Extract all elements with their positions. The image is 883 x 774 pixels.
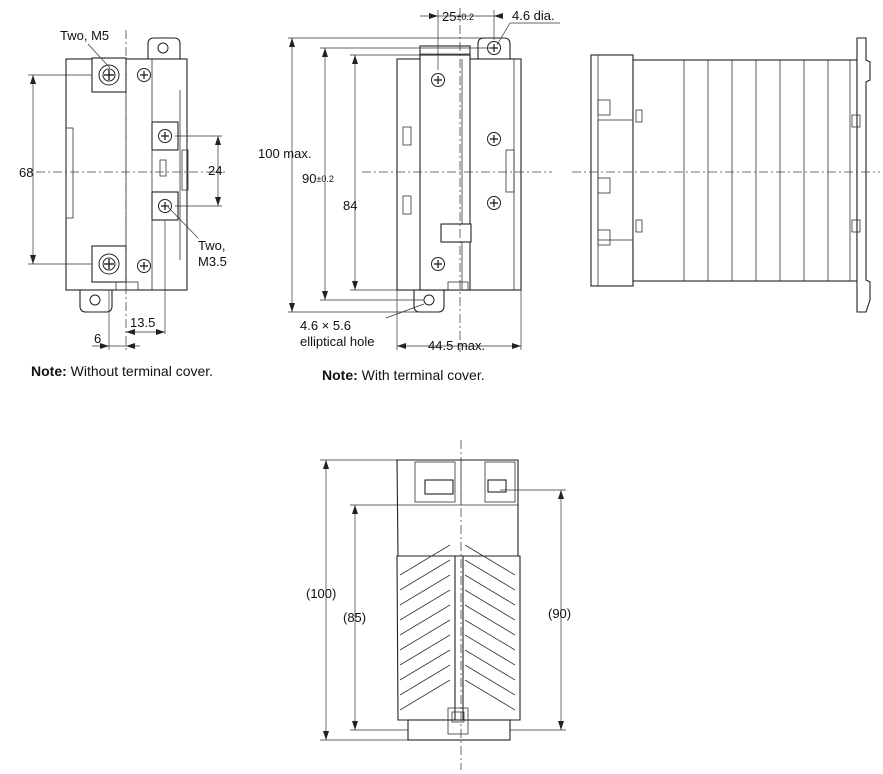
dim-24: 24 xyxy=(208,163,222,178)
dim-4-6-dia: 4.6 dia. xyxy=(512,8,555,23)
heatsink-fins xyxy=(396,544,521,721)
dim-100-bottom: (100) xyxy=(306,586,336,601)
dim-68: 68 xyxy=(19,165,33,180)
label-two-m35-line2: M3.5 xyxy=(198,254,227,269)
label-two-m35-line1: Two, xyxy=(198,238,225,253)
dim-84: 84 xyxy=(343,198,357,213)
dim-25: 25±0.2 xyxy=(442,9,474,24)
front-view-without-cover: 68 24 Two, M5 Two, M3.5 13.5 6 xyxy=(19,28,227,350)
label-two-m5: Two, M5 xyxy=(60,28,109,43)
note-with-cover: Note: With terminal cover. xyxy=(322,367,485,383)
dim-85-bottom: (85) xyxy=(343,610,366,625)
front-view-with-cover: 25±0.2 4.6 dia. 100 max. 90±0.2 84 4.6 ×… xyxy=(258,8,560,353)
dim-6: 6 xyxy=(94,331,101,346)
dim-90: 90±0.2 xyxy=(302,171,334,186)
note-without-cover: Note: Without terminal cover. xyxy=(31,363,214,379)
label-hole-line2: elliptical hole xyxy=(300,334,374,349)
bottom-view: (100) (85) (90) xyxy=(306,440,571,770)
dim-13-5: 13.5 xyxy=(130,315,155,330)
label-hole-line1: 4.6 × 5.6 xyxy=(300,318,351,333)
dim-100-max: 100 max. xyxy=(258,146,311,161)
dim-44-5-max: 44.5 max. xyxy=(428,338,485,353)
dim-90-bottom: (90) xyxy=(548,606,571,621)
side-view xyxy=(572,37,880,313)
